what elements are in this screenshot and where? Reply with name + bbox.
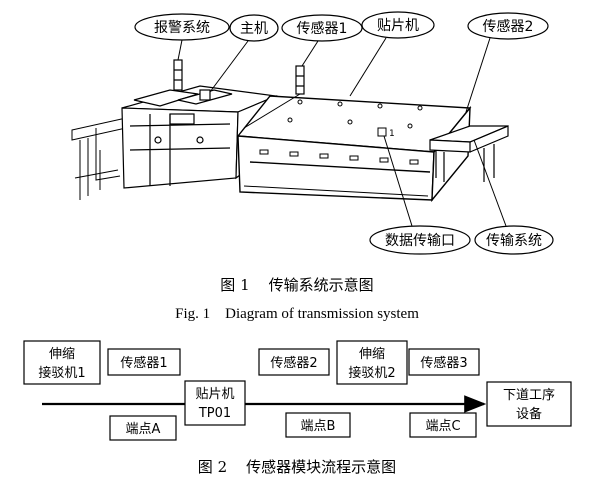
- callout-sensor2: 传感器2: [465, 12, 549, 113]
- box-endpoint-c-label: 端点C: [425, 419, 460, 434]
- box-sensor3-label: 传感器3: [420, 355, 467, 371]
- callout-data-port: 数据传输口: [369, 135, 471, 255]
- callout-alarm: 报警系统: [134, 13, 230, 61]
- figure-2: 伸缩 接驳机1 传感器1 贴片机 TP01 传感器2 伸缩 接驳机2 传感: [23, 340, 572, 476]
- box-mounter: 贴片机 TP01: [184, 380, 246, 426]
- box-next-process: 下道工序 设备: [486, 381, 572, 427]
- box-next-process-line1: 下道工序: [503, 388, 555, 403]
- box-endpoint-b-label: 端点B: [301, 419, 336, 434]
- callout-host: 主机: [209, 14, 279, 93]
- box-mounter-line2: TP01: [198, 406, 231, 421]
- box-endpoint-a-label: 端点A: [126, 422, 161, 437]
- box-conveyor1: 伸缩 接驳机1: [23, 340, 101, 385]
- callout-host-label: 主机: [240, 21, 268, 37]
- data-port-marker: 1: [389, 129, 395, 139]
- right-conveyor: [429, 125, 509, 182]
- figure-1: 1 报警系统 主机 传感器1 贴片机: [71, 11, 554, 322]
- callout-alarm-label: 报警系统: [154, 20, 210, 36]
- figure1-caption-cn: 图 1 传输系统示意图: [220, 276, 373, 294]
- callout-mounter: 贴片机: [349, 11, 435, 97]
- box-next-process-line2: 设备: [516, 406, 542, 422]
- callout-transport: 传输系统: [473, 139, 554, 255]
- box-conveyor1-line1: 伸缩: [49, 346, 75, 362]
- callout-sensor1-label: 传感器1: [297, 20, 348, 37]
- box-endpoint-c: 端点C: [409, 412, 477, 438]
- alarm-tower: [173, 59, 183, 91]
- callout-data-port-label: 数据传输口: [385, 233, 455, 249]
- box-sensor1: 传感器1: [107, 348, 181, 376]
- callout-mounter-label: 贴片机: [377, 18, 419, 34]
- sensor1-post: [295, 65, 305, 95]
- box-conveyor2-line2: 接驳机2: [348, 365, 395, 381]
- figure2-caption-cn: 图 2 传感器模块流程示意图: [198, 458, 396, 476]
- box-sensor2: 传感器2: [258, 348, 330, 376]
- box-sensor1-label: 传感器1: [120, 355, 167, 371]
- box-endpoint-b: 端点B: [285, 412, 351, 438]
- figure1-caption-en: Fig. 1 Diagram of transmission system: [175, 306, 419, 322]
- box-conveyor1-line2: 接驳机1: [38, 365, 85, 381]
- box-conveyor2: 伸缩 接驳机2: [336, 340, 408, 385]
- callout-transport-label: 传输系统: [486, 233, 542, 249]
- box-sensor3: 传感器3: [408, 348, 480, 376]
- left-rail: [71, 117, 127, 200]
- box-conveyor2-line1: 伸缩: [359, 346, 385, 362]
- box-sensor2-label: 传感器2: [270, 355, 317, 371]
- box-endpoint-a: 端点A: [109, 415, 177, 441]
- callout-sensor2-label: 传感器2: [483, 18, 534, 35]
- box-mounter-line1: 贴片机: [195, 387, 234, 402]
- callout-sensor1: 传感器1: [243, 14, 363, 129]
